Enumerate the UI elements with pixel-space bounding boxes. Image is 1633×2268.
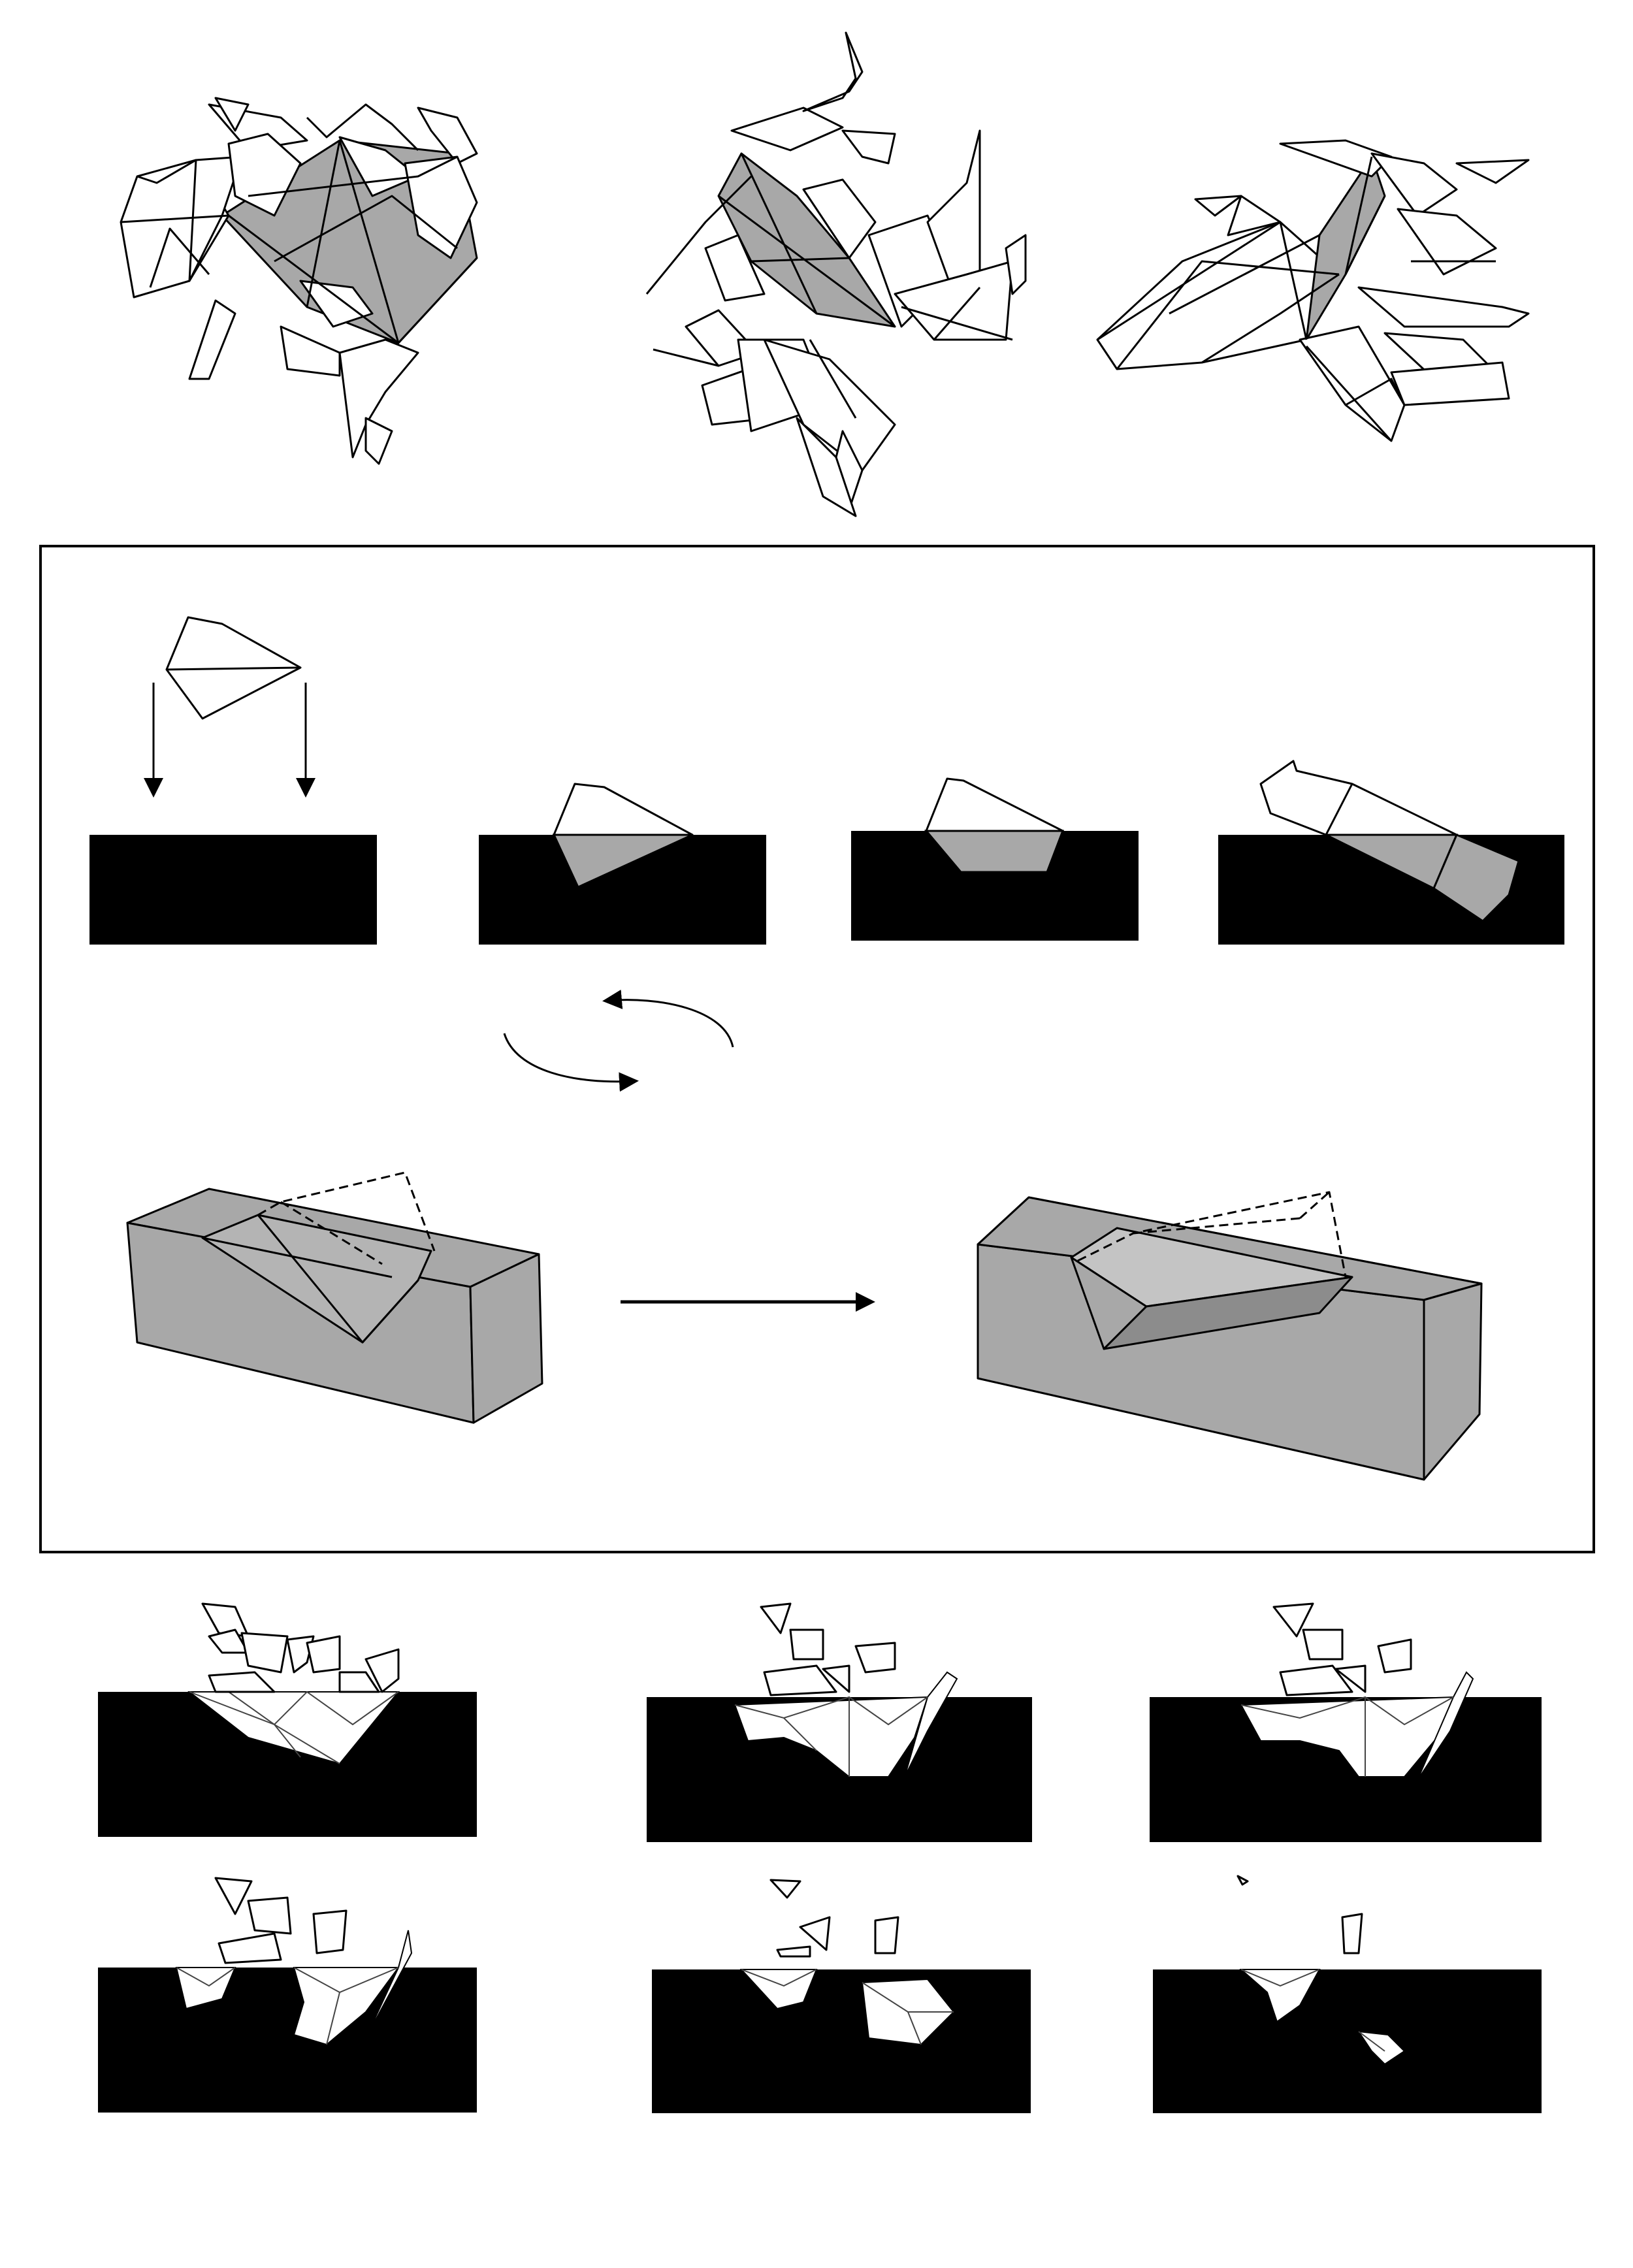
result-panel-4	[98, 1877, 477, 2113]
target-block-step-1	[89, 835, 377, 945]
result-panel-5	[652, 1879, 1031, 2113]
result-panel-2	[647, 1602, 1032, 1842]
target-block-step-4	[1218, 760, 1564, 945]
curved-arrow-icon	[602, 990, 734, 1048]
curved-arrow-icon	[503, 1033, 639, 1092]
block-3d-before	[126, 1171, 543, 1424]
falling-piece	[165, 616, 302, 720]
target-block-step-2	[479, 783, 766, 945]
crumpled-ball-view-1	[120, 97, 478, 465]
crumpled-ball-view-2	[645, 31, 1027, 517]
middle-panel-frame	[39, 545, 1595, 1553]
target-block-step-3	[851, 777, 1139, 941]
block-3d-after	[977, 1191, 1483, 1481]
crumpled-ball-view-3	[1096, 139, 1530, 442]
result-panel-6	[1153, 1875, 1542, 2113]
result-panel-1	[98, 1602, 477, 1837]
result-panel-3	[1150, 1602, 1542, 1842]
